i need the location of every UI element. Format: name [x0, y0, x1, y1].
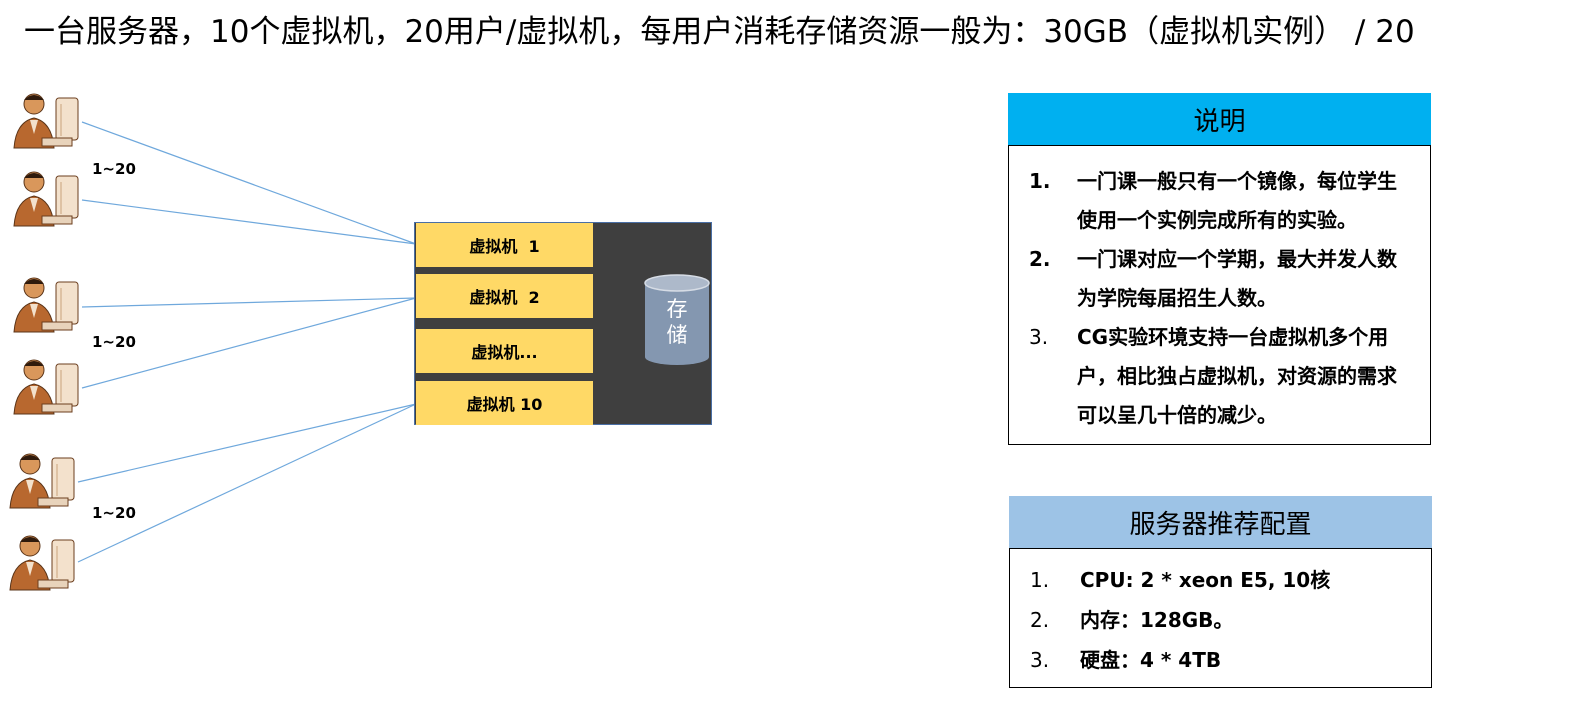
specs-item: 3. 硬盘：4 * 4TB	[1030, 640, 1411, 680]
item-number: 1.	[1030, 568, 1050, 592]
user-range-label: 1~20	[92, 504, 136, 522]
specs-item: 1. CPU: 2 * xeon E5, 10核	[1030, 560, 1411, 600]
user-range-label: 1~20	[92, 333, 136, 351]
connection-line	[81, 297, 417, 308]
vm-1: 虚拟机 1	[416, 223, 593, 267]
vm-2: 虚拟机 2	[416, 274, 593, 318]
item-number: 2.	[1030, 608, 1050, 632]
item-number: 3.	[1030, 648, 1050, 672]
item-number: 1.	[1029, 169, 1051, 193]
connection-line	[81, 121, 417, 245]
item-number: 3.	[1029, 325, 1049, 349]
item-text: 一门课对应一个学期，最大并发人数为学院每届招生人数。	[1077, 247, 1397, 310]
vm-more: 虚拟机...	[416, 329, 593, 373]
user-at-computer-icon	[13, 277, 79, 333]
notes-item: 3. CG实验环境支持一台虚拟机多个用户，相比独占虚拟机，对资源的需求可以呈几十…	[1029, 318, 1410, 435]
specs-box: 1. CPU: 2 * xeon E5, 10核 2. 内存：128GB。 3.…	[1009, 548, 1432, 688]
item-text: 硬盘：4 * 4TB	[1080, 648, 1222, 672]
storage-label: 存 储	[666, 297, 688, 347]
notes-box: 1. 一门课一般只有一个镜像，每位学生使用一个实例完成所有的实验。 2. 一门课…	[1008, 145, 1431, 445]
user-range-label: 1~20	[92, 160, 136, 178]
connection-line	[81, 199, 417, 245]
item-text: CG实验环境支持一台虚拟机多个用户，相比独占虚拟机，对资源的需求可以呈几十倍的减…	[1077, 325, 1397, 427]
item-number: 2.	[1029, 247, 1051, 271]
notes-item: 1. 一门课一般只有一个镜像，每位学生使用一个实例完成所有的实验。	[1029, 162, 1410, 240]
connection-line	[77, 403, 417, 483]
user-at-computer-icon	[13, 359, 79, 415]
user-at-computer-icon	[13, 93, 79, 149]
storage-cylinder-icon	[644, 274, 710, 365]
item-text: CPU: 2 * xeon E5, 10核	[1080, 568, 1331, 592]
page-title: 一台服务器，10个虚拟机，20用户/虚拟机，每用户消耗存储资源一般为：30GB（…	[24, 14, 1415, 50]
specs-item: 2. 内存：128GB。	[1030, 600, 1411, 640]
vm-10: 虚拟机 10	[416, 381, 593, 425]
connection-line	[81, 297, 417, 389]
item-text: 内存：128GB。	[1080, 608, 1234, 632]
user-at-computer-icon	[13, 171, 79, 227]
connection-line	[77, 403, 417, 563]
item-text: 一门课一般只有一个镜像，每位学生使用一个实例完成所有的实验。	[1077, 169, 1397, 232]
notes-header: 说明	[1008, 93, 1431, 145]
specs-header: 服务器推荐配置	[1009, 496, 1432, 548]
user-at-computer-icon	[9, 453, 75, 509]
notes-item: 2. 一门课对应一个学期，最大并发人数为学院每届招生人数。	[1029, 240, 1410, 318]
user-at-computer-icon	[9, 535, 75, 591]
